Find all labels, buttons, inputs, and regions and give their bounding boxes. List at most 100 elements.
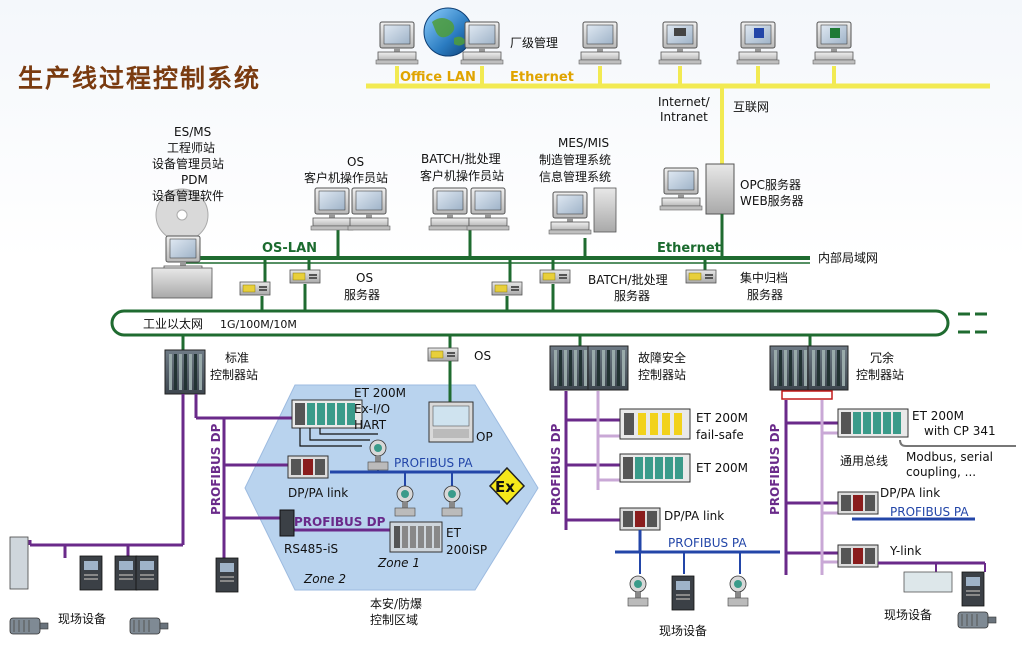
hart-wires [299, 428, 378, 447]
redundant-dp-pa-link-label: DP/PA link [880, 486, 940, 500]
redundant-profibus-dp-line [781, 390, 838, 575]
es-label-5: 设备管理软件 [152, 188, 224, 203]
es-label-4: PDM [181, 173, 208, 187]
rs485-repeater-icon [279, 509, 295, 537]
os-server-icon [289, 269, 321, 284]
internal-lan-label: 内部局域网 [818, 250, 878, 265]
os-client-pc-icon [347, 187, 391, 231]
failsafe-profibus-pa-label: PROFIBUS PA [668, 536, 747, 550]
office-lan-label: Office LAN [400, 70, 476, 85]
standard-controller-label-1: 标准 [225, 351, 249, 365]
failsafe-profibus-dp-label: PROFIBUS DP [549, 423, 563, 515]
et200m-failsafe-icon [619, 408, 691, 440]
zone1-label: Zone 1 [377, 556, 420, 570]
modbus-label-1: Modbus, serial [906, 450, 993, 464]
pa-transmitter-icon [727, 575, 749, 607]
ylink-label: Y-link [889, 544, 922, 558]
batch-server-icon [491, 281, 523, 296]
redundant-controller-icon [769, 345, 849, 391]
ylink-icon [837, 544, 879, 568]
es-label-3: 设备管理员站 [152, 156, 224, 171]
os-lan-label: OS-LAN [262, 241, 317, 256]
left-field-devices-label: 现场设备 [58, 612, 106, 626]
office-ethernet-label: Ethernet [510, 70, 574, 85]
et200m-exio-label-2: Ex-I/O [354, 402, 390, 416]
word-icon [754, 28, 764, 38]
industrial-ethernet-label: 工业以太网 [143, 316, 203, 331]
batch-server-icon [539, 269, 571, 284]
op-label: OP [476, 430, 493, 444]
failsafe-profibus-dp-line [564, 391, 620, 530]
rs485-label: RS485-iS [284, 542, 338, 556]
redundant-field-module-icon [903, 571, 953, 593]
mes-label-3: 信息管理系统 [539, 169, 611, 184]
archive-server-label-1: 集中归档 [740, 270, 788, 285]
et200m-exio-label-3: HART [354, 418, 387, 432]
pa-drive-icon [671, 575, 695, 611]
et200m-exio-label-1: ET 200M [354, 386, 406, 400]
office-lan-bus [366, 66, 990, 165]
left-profibus-dp-label: PROFIBUS DP [209, 423, 223, 515]
office-pc-icon [375, 21, 419, 65]
os-server-label-2: 服务器 [344, 287, 380, 302]
batch-client-pc-icon [466, 187, 510, 231]
modbus-label-2: coupling, ... [906, 465, 976, 479]
web-server-label: WEB服务器 [740, 193, 804, 208]
batch-client-label-2: 客户机操作员站 [420, 168, 504, 183]
redundant-drive-icon [961, 571, 985, 607]
et200m-label: ET 200M [696, 461, 748, 475]
plant-ethernet-label: Ethernet [657, 241, 721, 256]
internet-label: Internet/ [658, 95, 711, 109]
ex-symbol-icon: Ex [488, 466, 526, 506]
office-pc-icon [460, 21, 504, 65]
os-panel-label: OS [474, 349, 491, 363]
redundant-controller-label-1: 冗余 [870, 350, 894, 365]
et200isp-label-2: 200iSP [446, 543, 487, 557]
mes-label-2: 制造管理系统 [539, 152, 611, 167]
os-panel-server-icon [427, 347, 459, 362]
left-profibus-dp-line [28, 394, 390, 560]
redundant-motor-icon [957, 611, 997, 629]
redundant-controller-label-2: 控制器站 [856, 368, 904, 382]
ex-symbol-label: Ex [495, 478, 515, 496]
field-drive-icon [79, 555, 103, 591]
opc-icon [674, 28, 686, 36]
field-drive-icon [135, 555, 159, 591]
left-field-devices [9, 536, 169, 635]
os-client-label-2: 客户机操作员站 [304, 170, 388, 185]
standard-controller-label-2: 控制器站 [210, 368, 258, 382]
es-label-1: ES/MS [174, 125, 211, 139]
industrial-ethernet-ring [110, 284, 990, 337]
et200m-fs-label-2: fail-safe [696, 428, 744, 442]
os-client-pc-icon [310, 187, 354, 231]
engineering-station [151, 188, 213, 299]
pa-transmitter-icon [627, 575, 649, 607]
modbus-wire [899, 439, 1016, 447]
failsafe-field-label: 现场设备 [659, 624, 707, 638]
motor-icon [9, 617, 49, 635]
et200m-cp-label-2: with CP 341 [924, 424, 996, 438]
failsafe-controller-icon [549, 345, 629, 391]
general-bus-label: 通用总线 [840, 454, 888, 468]
zone2-label: Zone 2 [303, 572, 346, 586]
mes-pc-icon [548, 191, 592, 235]
zone-caption-2: 控制区域 [370, 613, 418, 627]
et200m-exio-icon [291, 399, 363, 429]
batch-client-pc-icon [428, 187, 472, 231]
zone-dp-pa-link-label: DP/PA link [288, 486, 348, 500]
failsafe-controller-label-2: 控制器站 [638, 368, 686, 382]
et200m-fs-label-1: ET 200M [696, 411, 748, 425]
batch-server-label-2: 服务器 [614, 288, 650, 303]
os-server-label-1: OS [356, 271, 373, 285]
left-drive-icon [215, 557, 239, 593]
et200isp-icon [389, 521, 443, 553]
archive-server-label-2: 服务器 [747, 287, 783, 302]
redundant-profibus-dp-label: PROFIBUS DP [768, 423, 782, 515]
os-client-label-1: OS [347, 155, 364, 169]
intranet-label: Intranet [660, 110, 708, 124]
opc-server-pc-icon [659, 167, 703, 211]
field-drive-icon [114, 555, 138, 591]
motor-icon [129, 617, 169, 635]
redundant-field-label: 现场设备 [884, 608, 932, 622]
